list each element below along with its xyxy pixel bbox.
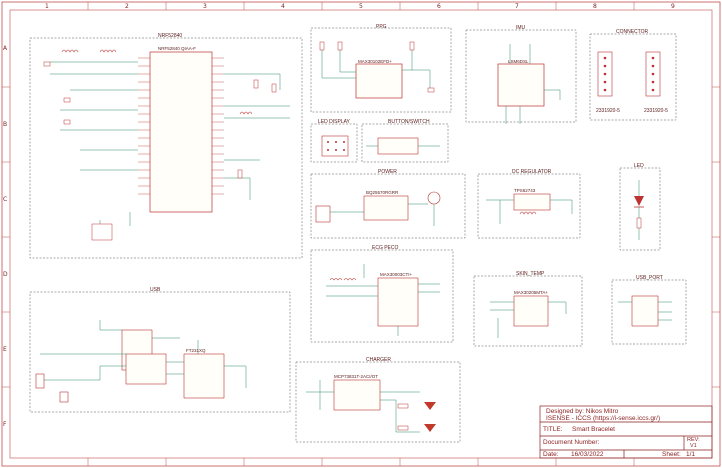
block-title-imu: IMU bbox=[516, 25, 526, 31]
row-label-f: F bbox=[3, 421, 7, 428]
block-title-dc-regulator: DC REGULATOR bbox=[512, 169, 552, 175]
date-value: 16/03/2022 bbox=[571, 451, 604, 458]
sheet-value: 1/1 bbox=[686, 451, 696, 458]
ecg-part-label: MAX30003CTI+ bbox=[380, 272, 413, 277]
block-title-usb: USB bbox=[150, 287, 161, 293]
column-label-2: 2 bbox=[125, 3, 129, 10]
sheet-title: Smart Bracelet bbox=[572, 426, 615, 433]
block-title-charger: CHARGER bbox=[366, 357, 392, 363]
connector-right-label: 2331920-5 bbox=[644, 108, 668, 114]
usb-part-label: FT231XQ bbox=[186, 348, 206, 353]
block-title-power: POWER bbox=[378, 169, 397, 175]
row-label-d: D bbox=[3, 271, 8, 278]
column-label-9: 9 bbox=[671, 3, 675, 10]
block-title-ecg: ECG PECO bbox=[372, 245, 399, 251]
row-label-e: E bbox=[3, 346, 7, 353]
sheet-label: Sheet: bbox=[662, 451, 681, 458]
temp-part-label: MAX30205MTA+ bbox=[514, 290, 549, 295]
imu-part-label: LSM6DSL bbox=[508, 59, 529, 64]
row-label-b: B bbox=[3, 121, 8, 128]
row-label-c: C bbox=[3, 196, 8, 203]
row-label-a: A bbox=[3, 45, 8, 52]
regulator-part-label: TPS62743 bbox=[514, 188, 536, 193]
block-title-ppg: PPG bbox=[376, 24, 387, 30]
block-title-connector: CONNECTOR bbox=[616, 29, 649, 35]
column-label-4: 4 bbox=[281, 3, 285, 10]
ppg-part-label: MAX30102EFD+ bbox=[358, 59, 392, 64]
date-label: Date: bbox=[543, 451, 559, 458]
column-label-7: 7 bbox=[515, 3, 519, 10]
title-label: TITLE: bbox=[543, 426, 563, 433]
block-title-skin-temp: SKIN_TEMP bbox=[516, 271, 545, 277]
column-label-1: 1 bbox=[45, 3, 49, 10]
block-title-mcu: NRF52840 bbox=[158, 33, 183, 39]
mcu-part-label: NRF52840 QIAA-F bbox=[158, 46, 197, 51]
charger-part-label: MCP73831T-2ACI/OT bbox=[334, 374, 379, 379]
column-label-5: 5 bbox=[359, 3, 363, 10]
document-number-label: Document Number: bbox=[543, 439, 600, 446]
block-title-led: LED bbox=[634, 163, 644, 169]
block-title-led-display: LED DISPLAY bbox=[318, 119, 350, 125]
revision-value: V1 bbox=[690, 443, 697, 449]
column-label-8: 8 bbox=[593, 3, 597, 10]
power-part-label: BQ25570RGRR bbox=[366, 190, 399, 195]
column-label-3: 3 bbox=[203, 3, 207, 10]
designer-text: Designed by: Nikos Mitro bbox=[546, 408, 619, 415]
revision-label: REV: bbox=[687, 437, 700, 443]
block-title-usb-port: USB_PORT bbox=[636, 275, 663, 281]
connector-left-label: 2331920-5 bbox=[596, 108, 620, 114]
column-label-6: 6 bbox=[437, 3, 441, 10]
block-title-button: BUTTON/SWITCH bbox=[388, 119, 430, 125]
organization-text: ISENSE - ICCS (https://i-sense.iccs.gr/) bbox=[546, 415, 661, 422]
